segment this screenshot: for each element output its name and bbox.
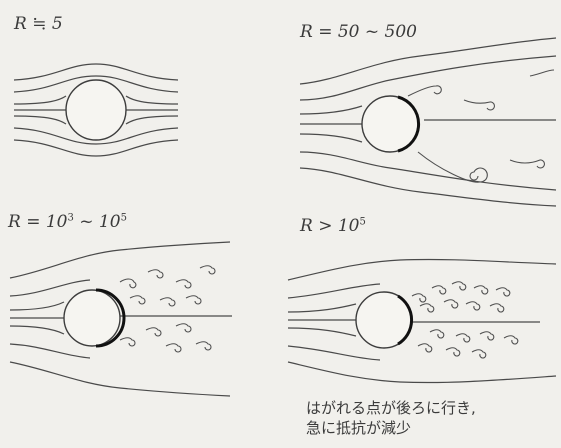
streamline <box>14 64 178 80</box>
streamline <box>14 96 66 104</box>
panel-d-narrow-wake <box>288 259 556 382</box>
streamline <box>300 152 556 190</box>
caption-line-2: 急に抵抗が減少 <box>306 418 476 438</box>
panel-b-vortex-wake <box>300 38 556 206</box>
streamline <box>10 362 230 396</box>
vortex <box>472 350 486 358</box>
vortex <box>196 342 211 350</box>
vortex <box>490 304 504 312</box>
vortex <box>464 100 494 110</box>
vortex <box>176 324 191 332</box>
streamline <box>288 328 356 336</box>
streamline <box>14 140 178 156</box>
vortex <box>420 304 434 312</box>
vortex <box>160 298 175 306</box>
streamline <box>300 134 362 142</box>
vortex <box>446 348 460 356</box>
vortex <box>496 288 510 296</box>
streamline <box>300 38 556 84</box>
vortex <box>474 286 488 294</box>
streamline <box>288 284 380 298</box>
vortex <box>430 330 444 338</box>
panel-a-laminar-flow <box>14 64 178 156</box>
streamline <box>10 242 230 278</box>
vortex <box>530 70 554 76</box>
vortex <box>148 270 163 278</box>
streamline <box>288 362 556 383</box>
streamline <box>10 302 64 310</box>
vortex <box>176 280 191 288</box>
vortex <box>166 344 181 352</box>
vortex <box>408 86 441 96</box>
streamline <box>288 304 356 312</box>
streamline <box>10 326 64 334</box>
vortex <box>466 302 480 310</box>
vortex <box>452 282 466 290</box>
vortex <box>146 328 161 336</box>
streamline <box>300 56 556 100</box>
streamline <box>14 116 66 124</box>
vortex <box>444 300 458 308</box>
caption-note: はがれる点が後ろに行き, 急に抵抗が減少 <box>306 398 476 438</box>
sphere <box>64 290 120 346</box>
vortex <box>456 334 470 342</box>
vortex <box>432 286 446 294</box>
vortex <box>186 296 201 304</box>
vortex <box>200 266 215 274</box>
streamline <box>126 116 178 124</box>
caption-line-1: はがれる点が後ろに行き, <box>306 398 476 418</box>
vortex <box>130 296 145 304</box>
vortex <box>120 279 136 288</box>
streamline <box>300 106 362 114</box>
vortex <box>504 336 518 344</box>
vortex <box>510 160 544 168</box>
vortex <box>412 294 426 302</box>
streamline <box>126 96 178 104</box>
panel-c-turbulent-wake <box>10 242 232 396</box>
vortex <box>120 338 135 346</box>
streamline <box>288 346 380 360</box>
sphere <box>66 80 126 140</box>
streamline <box>288 259 556 280</box>
streamline <box>10 344 90 358</box>
vortex <box>418 344 432 352</box>
vortex <box>480 332 494 340</box>
